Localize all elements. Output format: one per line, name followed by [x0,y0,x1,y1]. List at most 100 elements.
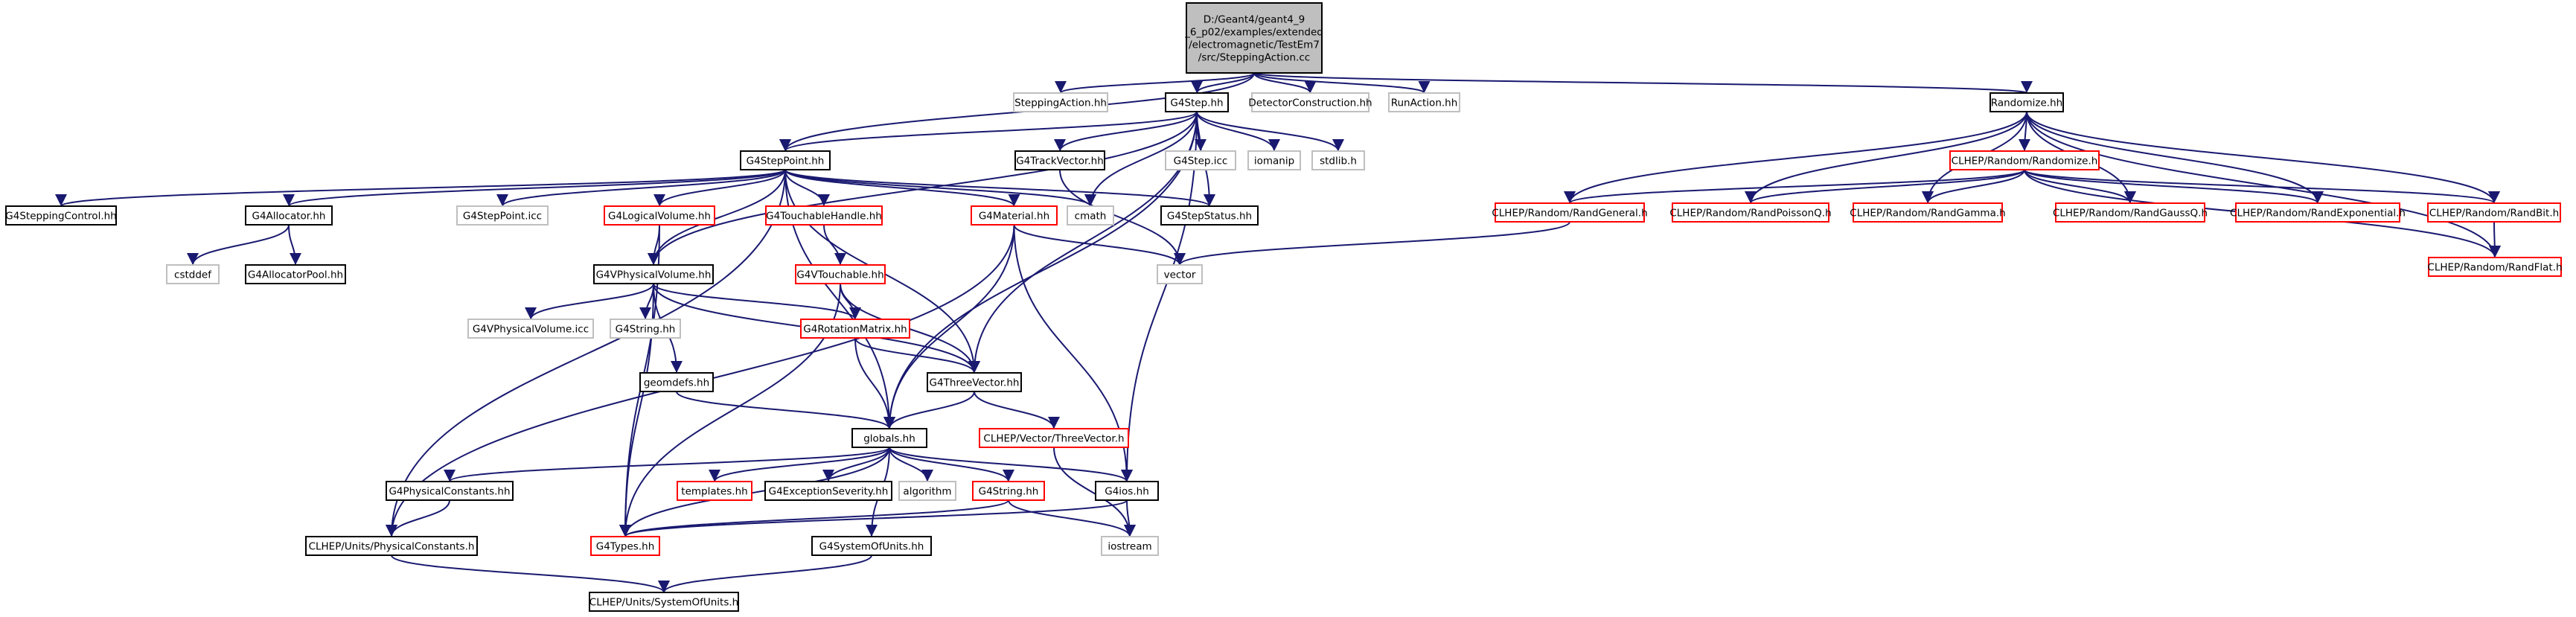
node-g4-vtouchable[interactable]: G4VTouchable.hh [795,264,886,284]
edge-g4ios-to-iostream [1123,499,1136,537]
node-clhep-rand-poisson-q[interactable]: CLHEP/Random/RandPoissonQ.h [1669,202,1832,223]
node-label-clhep-rand-gamma: CLHEP/Random/RandGamma.h [1850,208,2005,220]
node-box-g4-stepping-control [5,205,117,226]
node-g4-step-icc[interactable]: G4Step.icc [1165,150,1236,170]
node-label-detector-construction: DetectorConstruction.hh [1248,97,1372,109]
node-iostream[interactable]: iostream [1101,536,1159,556]
node-box-vector [1157,264,1203,284]
node-g4-vphysical-volume-icc[interactable]: G4VPhysicalVolume.icc [467,319,594,339]
node-label-clhep-rand-poisson-q: CLHEP/Random/RandPoissonQ.h [1669,208,1831,220]
edge-g4-vphysical-volume-to-g4-vphysical-volume-icc [525,283,654,320]
node-g4-stepping-control[interactable]: G4SteppingControl.hh [5,205,117,226]
edge-g4-step-point-to-g4-stepping-control [55,169,786,207]
edge-g4-step-to-stdlib [1196,111,1344,152]
node-g4-step-point[interactable]: G4StepPoint.hh [740,150,831,170]
edge-clhep-randomize-to-clhep-rand-poisson-q [1745,169,2025,204]
node-clhep-rand-gauss-q[interactable]: CLHEP/Random/RandGaussQ.h [2053,202,2208,223]
edge-root-to-randomize [1253,72,2032,94]
edge-g4-physical-constants-to-clhep-physical-constants [386,499,450,537]
node-box-g4ios [1095,481,1159,501]
node-g4-string-plain[interactable]: G4String.hh [610,319,681,339]
node-algorithm[interactable]: algorithm [898,481,956,501]
edge-clhep-rand-general-to-vector [1174,221,1570,266]
node-label-g4-material: G4Material.hh [979,211,1049,223]
node-g4-track-vector[interactable]: G4TrackVector.hh [1014,150,1105,170]
node-cmath[interactable]: cmath [1067,205,1114,226]
node-box-clhep-three-vector [979,428,1129,448]
node-box-clhep-rand-general [1495,202,1645,223]
edge-g4-step-to-cmath [1084,111,1198,207]
node-label-g4-touchable-handle: G4TouchableHandle.hh [766,211,882,223]
node-g4-step-point-icc[interactable]: G4StepPoint.icc [456,205,549,226]
node-label-algorithm: algorithm [903,486,951,498]
node-g4-touchable-handle[interactable]: G4TouchableHandle.hh [765,205,883,226]
node-g4-allocator[interactable]: G4Allocator.hh [245,205,333,226]
node-clhep-physical-constants[interactable]: CLHEP/Units/PhysicalConstants.h [305,536,478,556]
node-box-clhep-rand-poisson-q [1672,202,1829,223]
node-clhep-rand-flat[interactable]: CLHEP/Random/RandFlat.h [2427,257,2563,277]
node-box-stepping-action [1013,92,1108,112]
node-label-g4-logical-volume: G4LogicalVolume.hh [608,211,711,223]
node-stdlib[interactable]: stdlib.h [1311,150,1365,170]
node-detector-construction[interactable]: DetectorConstruction.hh [1248,92,1372,112]
node-box-detector-construction [1251,92,1370,112]
node-g4-allocator-pool[interactable]: G4AllocatorPool.hh [245,264,346,284]
edge-g4-step-to-g4ios [1121,111,1198,482]
node-clhep-randomize[interactable]: CLHEP/Random/Randomize.h [1949,150,2100,170]
node-box-g4-track-vector [1014,150,1105,170]
node-label-root-line-1: D:/Geant4/geant4_9 [1204,14,1305,26]
edge-globals-to-templates [709,447,890,482]
node-box-g4-vphysical-volume [593,264,714,284]
node-g4-rotation-matrix[interactable]: G4RotationMatrix.hh [800,319,910,339]
node-g4-logical-volume[interactable]: G4LogicalVolume.hh [604,205,715,226]
node-box-g4-system-of-units [811,536,932,556]
node-run-action[interactable]: RunAction.hh [1388,92,1460,112]
node-cstddef[interactable]: cstddef [166,264,220,284]
node-iomanip[interactable]: iomanip [1247,150,1301,170]
node-box-clhep-rand-gauss-q [2055,202,2205,223]
node-clhep-three-vector[interactable]: CLHEP/Vector/ThreeVector.h [979,428,1129,448]
edge-g4-step-point-to-g4-allocator [283,169,786,207]
node-clhep-system-of-units[interactable]: CLHEP/Units/SystemOfUnits.h [589,592,739,612]
node-box-cmath [1067,205,1114,226]
edge-clhep-randomize-to-clhep-rand-bit [2024,169,2500,204]
node-g4-system-of-units[interactable]: G4SystemOfUnits.hh [811,536,932,556]
node-g4-string-red[interactable]: G4String.hh [972,481,1045,501]
node-box-g4-logical-volume [604,205,715,226]
node-label-vector: vector [1164,269,1196,281]
node-vector[interactable]: vector [1157,264,1203,284]
node-g4-step-status[interactable]: G4StepStatus.hh [1160,205,1259,226]
node-g4-physical-constants[interactable]: G4PhysicalConstants.hh [386,481,514,501]
node-g4-types[interactable]: G4Types.hh [590,536,660,556]
node-g4-vphysical-volume[interactable]: G4VPhysicalVolume.hh [593,264,714,284]
node-box-g4-touchable-handle [765,205,883,226]
node-box-globals [851,428,927,448]
node-label-g4-string-plain: G4String.hh [616,324,676,336]
node-root[interactable]: D:/Geant4/geant4_9_6_p02/examples/extend… [1184,2,1323,74]
edge-g4-step-to-globals [883,111,1198,429]
node-globals[interactable]: globals.hh [851,428,927,448]
edge-g4-allocator-to-cstddef [187,224,290,266]
edge-g4-three-vector-to-globals [883,391,975,429]
node-templates[interactable]: templates.hh [677,481,752,501]
node-clhep-rand-general[interactable]: CLHEP/Random/RandGeneral.h [1492,202,1648,223]
node-stepping-action[interactable]: SteppingAction.hh [1013,92,1108,112]
node-box-clhep-randomize [1949,150,2100,170]
node-label-g4-allocator-pool: G4AllocatorPool.hh [248,269,343,281]
node-label-randomize: Randomize.hh [1991,97,2062,109]
node-geomdefs[interactable]: geomdefs.hh [639,372,714,392]
node-g4-step[interactable]: G4Step.hh [1165,92,1229,112]
node-clhep-rand-bit[interactable]: CLHEP/Random/RandBit.h [2427,202,2561,223]
node-clhep-rand-gamma[interactable]: CLHEP/Random/RandGamma.h [1850,202,2006,223]
node-g4ios[interactable]: G4ios.hh [1095,481,1159,501]
edge-g4-touchable-handle-to-g4-vtouchable [823,224,846,266]
node-label-clhep-rand-exponential: CLHEP/Random/RandExponential.h [2230,208,2406,220]
node-randomize[interactable]: Randomize.hh [1989,92,2064,112]
node-g4-material[interactable]: G4Material.hh [971,205,1058,226]
node-g4-exception-severity[interactable]: G4ExceptionSeverity.hh [764,481,892,501]
node-box-g4-exception-severity [764,481,892,501]
edge-g4-vphysical-volume-to-g4-rotation-matrix [653,283,861,320]
edge-clhep-rand-bit-to-clhep-rand-flat [2488,221,2501,258]
node-g4-three-vector[interactable]: G4ThreeVector.hh [927,372,1022,392]
node-clhep-rand-exponential[interactable]: CLHEP/Random/RandExponential.h [2230,202,2406,223]
